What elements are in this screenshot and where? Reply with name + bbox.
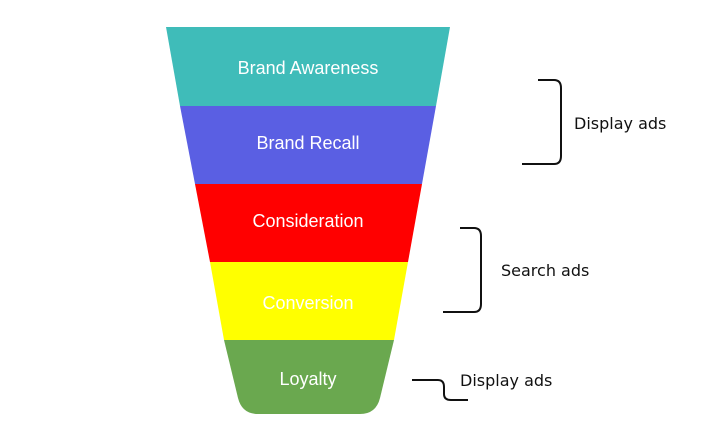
bracket-label: Display ads	[460, 371, 552, 390]
funnel-stage-label: Brand Recall	[256, 133, 359, 153]
bracket-display-ads-bottom	[412, 379, 468, 401]
funnel-stage-label: Consideration	[252, 211, 363, 231]
bracket-label: Display ads	[574, 114, 666, 133]
funnel-stage-loyalty	[224, 340, 394, 414]
bracket-label: Search ads	[501, 261, 589, 280]
funnel-stage-conversion	[210, 262, 408, 340]
bracket-search-ads	[443, 227, 482, 313]
funnel-stage-label: Brand Awareness	[238, 58, 379, 78]
funnel-stage-brand-awareness	[166, 27, 450, 106]
funnel-stage-label: Loyalty	[279, 369, 336, 389]
funnel-stage-label: Conversion	[262, 293, 353, 313]
bracket-display-ads-top	[522, 79, 562, 165]
funnel-stage-consideration	[195, 184, 422, 262]
funnel-stage-brand-recall	[180, 106, 436, 184]
